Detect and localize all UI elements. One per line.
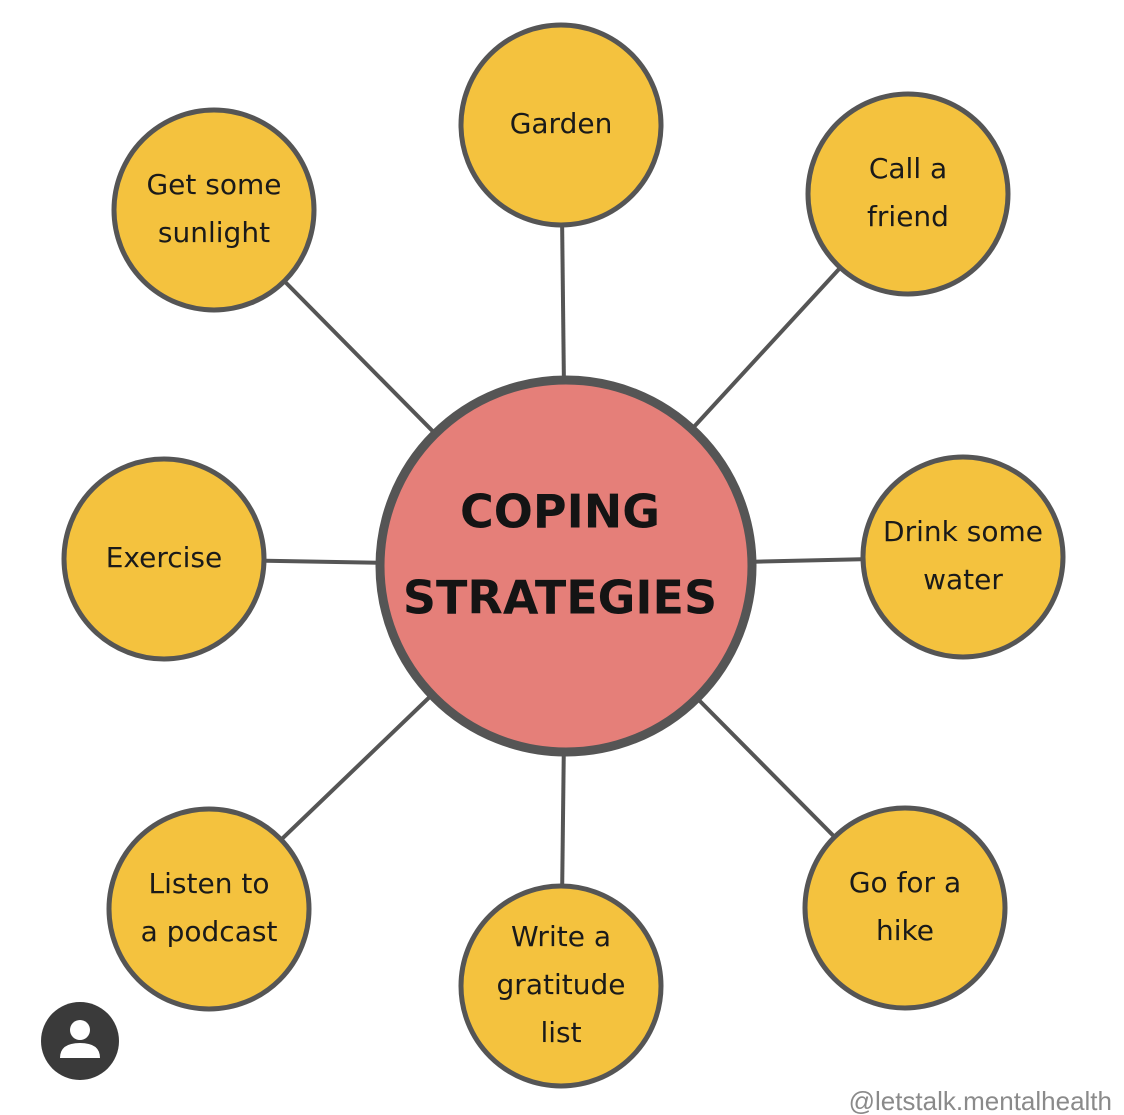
node-circle-garden [458,22,664,228]
node-circle-write-a-gratitude-list [458,883,664,1089]
node-circle-call-a-friend [805,91,1011,297]
connector-write-a-gratitude-list [560,753,566,885]
node-circle-get-some-sunlight [111,107,317,313]
connector-call-a-friend [691,267,841,429]
connector-exercise [265,558,379,565]
credit-text: @letstalk.mentalhealth [849,1086,1112,1115]
node-circle-go-for-a-hike [802,805,1008,1011]
node-label-garden: Garden [510,107,613,140]
node-garden: Garden [458,22,664,228]
node-circle-listen-to-a-podcast [106,806,312,1012]
connector-drink-some-water [753,557,862,564]
node-circle-drink-some-water [860,454,1066,660]
connectors [265,226,862,885]
connector-get-some-sunlight [284,281,436,434]
node-exercise: Exercise [61,456,267,662]
connector-garden [560,226,566,379]
center-circle [375,375,757,757]
user-icon [60,1020,100,1058]
node-label-exercise: Exercise [106,541,223,574]
avatar-circle[interactable] [41,1002,119,1080]
connector-go-for-a-hike [696,698,835,837]
node-circle-exercise [61,456,267,662]
connector-listen-to-a-podcast [281,694,432,840]
avatar[interactable] [41,1002,119,1080]
